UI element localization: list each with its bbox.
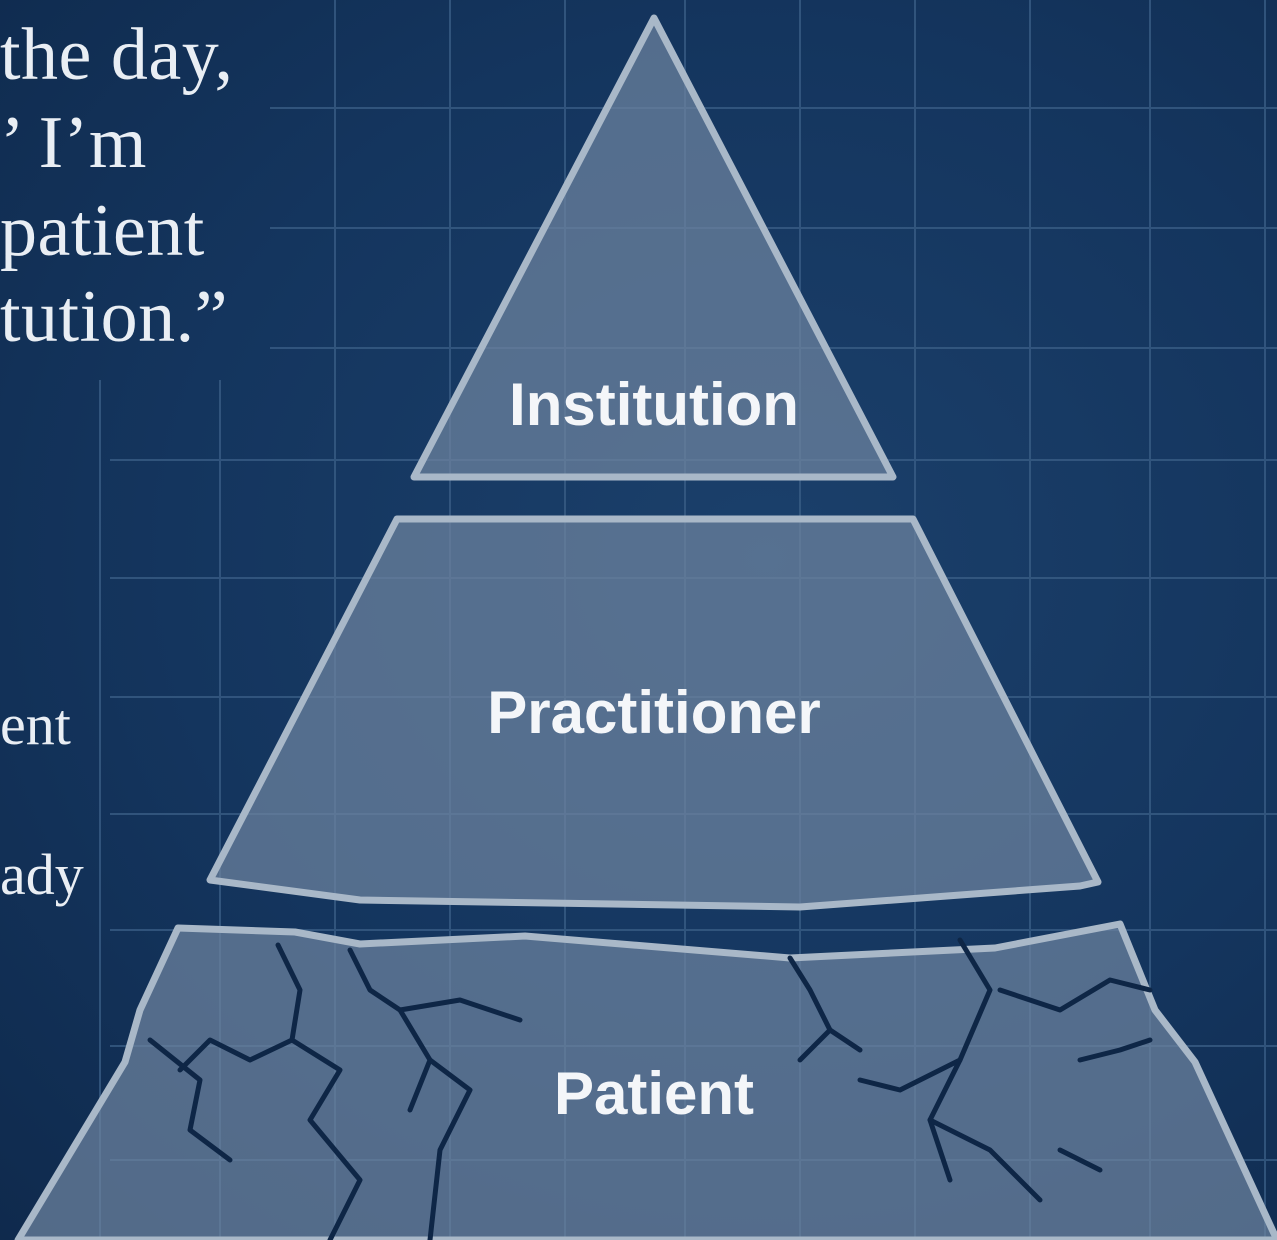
crack-lines <box>147 937 1153 1240</box>
side-fragment-1: ent <box>0 692 71 757</box>
quote-line-4: tution.” <box>0 276 229 358</box>
tier-label-practitioner: Practitioner <box>487 679 820 746</box>
tier-institution: Institution <box>410 14 897 481</box>
tier-practitioner: Practitioner <box>206 515 1102 911</box>
quote-line-2: ’ I’m <box>0 102 147 184</box>
quote-line-1: the day, <box>0 14 234 96</box>
tier-label-patient: Patient <box>554 1060 754 1127</box>
side-fragment-2: ady <box>0 842 84 907</box>
tier-label-institution: Institution <box>509 371 799 438</box>
quote-line-3: patient <box>0 190 205 272</box>
tier-patient: Patient <box>14 920 1277 1240</box>
